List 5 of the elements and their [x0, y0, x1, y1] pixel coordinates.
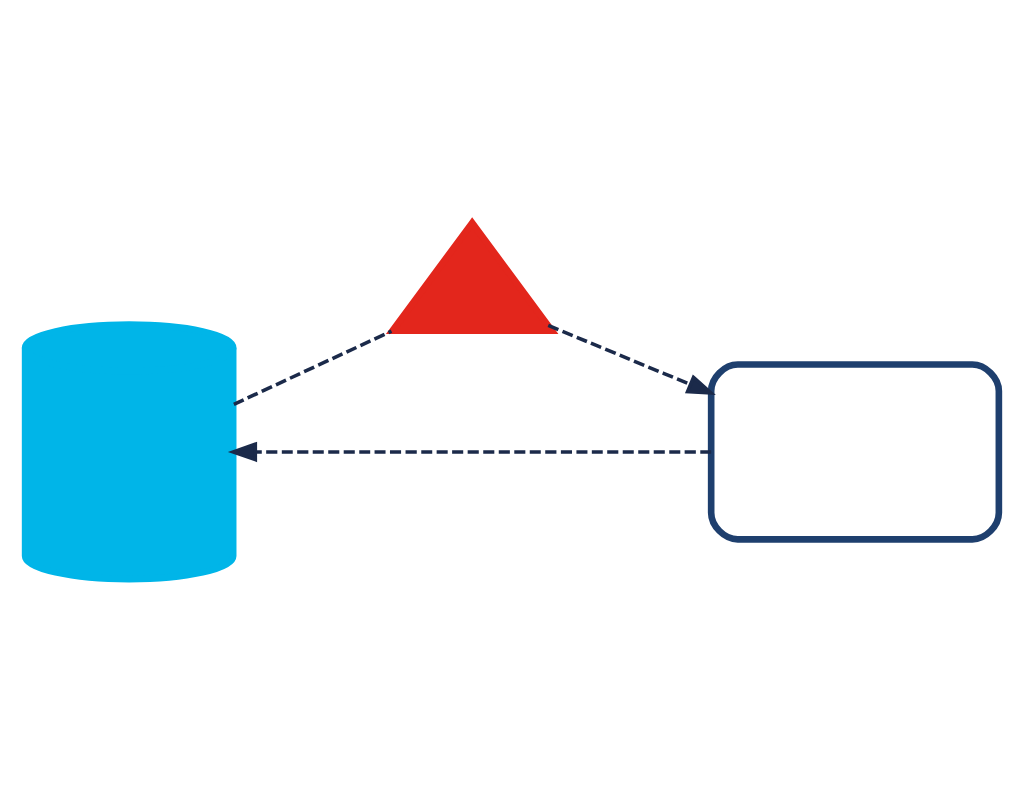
node-box [707, 360, 1003, 542]
arrow [227, 440, 712, 462]
arrow [547, 322, 716, 395]
connector [233, 328, 393, 405]
node-triangle [385, 216, 559, 334]
